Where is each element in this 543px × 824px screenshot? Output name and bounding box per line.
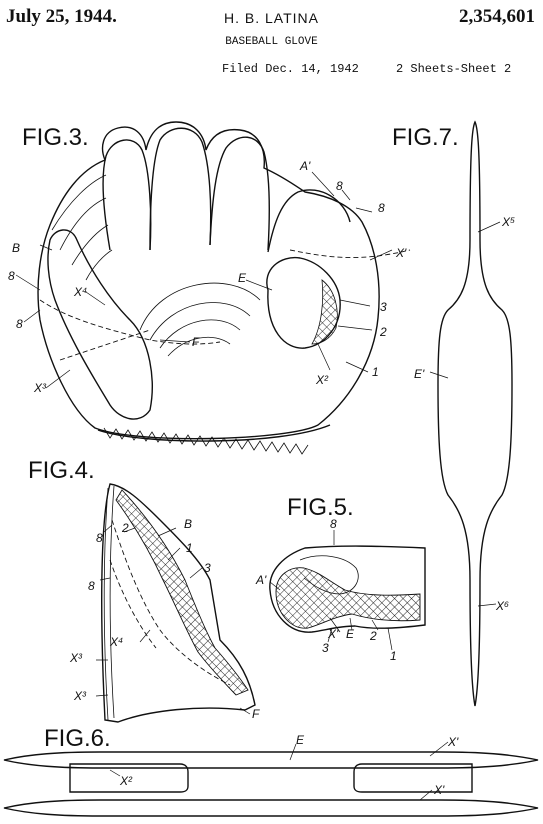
fig4-label-8a: 8 (96, 531, 103, 545)
figure-7: FIG.7. X⁵ E' X⁶ (392, 120, 515, 707)
fig4-label-b: B (184, 517, 192, 531)
fig3-thumb (47, 229, 153, 420)
fig3-finger-2 (149, 127, 212, 251)
fig3-label-8d: 8 (16, 317, 23, 331)
fig3-label-8a: 8 (336, 179, 343, 193)
fig7-label-x5: X⁵ (501, 215, 515, 229)
fig4-label-x3b: X³ (73, 689, 87, 703)
fig5-label-8: 8 (330, 517, 337, 531)
fig4-label-3: 3 (204, 561, 211, 575)
fig4-title: FIG.4. (28, 457, 95, 484)
patent-title: BASEBALL GLOVE (225, 36, 318, 48)
fig4-label-8b: 8 (88, 579, 95, 593)
fig4-label-x3a: X³ (69, 651, 83, 665)
fig3-glove-outline (37, 121, 380, 440)
fig4-dashed-lining (109, 519, 231, 686)
fig6-label-x2: X² (119, 774, 133, 788)
fig3-label-8b: 8 (378, 201, 385, 215)
fig3-title: FIG.3. (22, 124, 89, 151)
fig5-leaders (269, 530, 393, 651)
fig4-label-x4: X⁴ (109, 635, 123, 649)
inventor-name: H. B. LATINA (224, 10, 319, 26)
fig6-pad-right (353, 763, 473, 793)
fig3-finger-1 (102, 139, 152, 251)
fig6-lower-strip (3, 799, 539, 817)
fig3-label-b: B (12, 241, 20, 255)
fig6-leaders (109, 741, 449, 801)
fig4-label-f: F (252, 707, 260, 721)
fig5-title: FIG.5. (287, 494, 354, 521)
fig4-outline (101, 483, 256, 723)
fig3-label-x-prime: X' (395, 246, 407, 260)
fig3-heel-loops (103, 427, 309, 455)
fig3-label-e: E (238, 271, 247, 285)
fig3-label-x2: X² (315, 373, 329, 387)
fig4-lacing (103, 485, 115, 721)
fig3-cutaway-hatch (311, 279, 338, 345)
fig5-label-3: 3 (322, 641, 329, 655)
fig3-label-2: 2 (379, 325, 387, 339)
fig7-leaders (429, 221, 501, 607)
fig3-palm-arcs (139, 282, 261, 357)
sheet-count: 2 Sheets-Sheet 2 (396, 62, 512, 76)
fig3-label-x3: X³ (33, 381, 47, 395)
fig7-label-x6: X⁶ (495, 599, 509, 613)
fig6-label-e: E (296, 733, 305, 747)
fig6-title: FIG.6. (44, 725, 111, 752)
fig5-label-2: 2 (369, 629, 377, 643)
fig4-label-2: 2 (121, 521, 129, 535)
fig4-hatched-pad (115, 489, 249, 696)
fig3-finger-4 (267, 189, 351, 253)
fig5-label-e: E (346, 627, 355, 641)
fig6-label-x-prime-a: X' (447, 735, 459, 749)
fig3-label-f: F (192, 335, 200, 349)
fig3-label-a-prime: A' (299, 159, 311, 173)
patent-date: July 25, 1944. (6, 6, 117, 27)
fig6-upper-strip (3, 751, 539, 769)
fig3-lacing-dashed (39, 249, 411, 361)
figure-5: FIG.5. 8 A' X' E 3 2 1 (255, 494, 426, 663)
fig3-heel-lacing (97, 424, 331, 442)
fig5-outline (269, 545, 426, 633)
fig3-label-3: 3 (380, 300, 387, 314)
fig3-finger-3 (209, 136, 270, 251)
filing-date: Filed Dec. 14, 1942 (222, 62, 359, 76)
figure-3: FIG.3. A' 8 8 X' (8, 121, 411, 455)
fig6-label-x-prime-b: X' (433, 783, 445, 797)
patent-number: 2,354,601 (459, 6, 535, 27)
fig3-leaders (15, 171, 393, 389)
fig6-pad-left (69, 763, 189, 793)
fig5-label-1: 1 (390, 649, 397, 663)
fig4-leaders (95, 524, 251, 715)
fig5-hatched-section (275, 567, 421, 629)
fig7-title: FIG.7. (392, 124, 459, 151)
figure-4: FIG.4. 8 2 B 1 8 3 X⁴ X³ X³ F (28, 457, 260, 723)
fig4-label-1: 1 (186, 541, 193, 555)
fig5-inner-fold (299, 555, 359, 595)
fig3-label-1: 1 (372, 365, 379, 379)
fig7-label-e-prime: E' (414, 367, 425, 381)
fig7-strip (437, 120, 513, 707)
fig3-label-8c: 8 (8, 269, 15, 283)
fig3-web-lines (51, 174, 113, 281)
fig5-label-a-prime: A' (255, 573, 267, 587)
fig5-label-x-prime: X' (327, 627, 339, 641)
figure-6: FIG.6. E X' X² X' (3, 725, 539, 817)
fig3-label-x4: X⁴ (73, 285, 87, 299)
